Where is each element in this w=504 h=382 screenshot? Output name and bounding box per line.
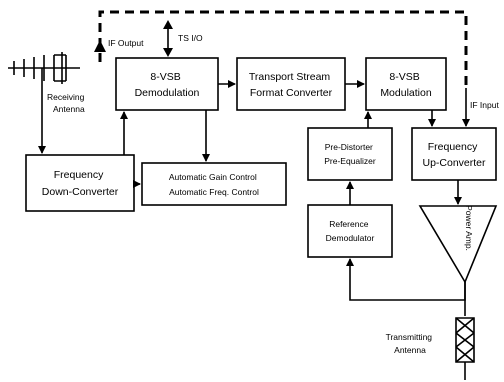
svg-text:8-VSB Modulation: 8-VSB Modulation (380, 71, 432, 99)
block-power-amp: Power Amp. (418, 205, 498, 284)
svg-text:Automatic Gain Control A: Automatic Gain Control Automatic Freq. C… (169, 172, 259, 197)
if-output-arrow (94, 40, 106, 52)
ts-io-label: TS I/O (178, 33, 203, 43)
block-frequency-up-converter: Frequency Up-Converter (411, 127, 497, 181)
if-output-label: IF Output (108, 38, 144, 48)
receiving-antenna-icon (8, 52, 80, 84)
block-8vsb-demodulation: 8-VSB Demodulation (115, 57, 219, 111)
svg-text:Transport Stream Format: Transport Stream Format Converter (249, 71, 333, 99)
svg-text:Pre-Distorter Pre-Equali: Pre-Distorter Pre-Equalizer (324, 142, 376, 166)
svg-text:Frequency Up-Converter: Frequency Up-Converter (422, 141, 486, 169)
block-pre-distorter-pre-equalizer: Pre-Distorter Pre-Equalizer (307, 127, 393, 181)
svg-text:Frequency Down-Converter: Frequency Down-Converter (42, 169, 119, 198)
block-agc-afc: Automatic Gain Control Automatic Freq. C… (141, 162, 287, 206)
svg-text:Power Amp.: Power Amp. (464, 205, 474, 251)
block-reference-demodulator: Reference Demodulator (307, 204, 393, 258)
block-transport-stream-format-converter: Transport Stream Format Converter (236, 57, 346, 111)
if-input-label: IF Input (470, 100, 499, 110)
transmitting-antenna-icon (455, 317, 475, 380)
receiving-antenna-label: Receiving Antenna (47, 92, 87, 114)
svg-text:Reference Demodulator: Reference Demodulator (326, 219, 375, 243)
block-8vsb-modulation: 8-VSB Modulation (365, 57, 447, 111)
if-dashed-line (98, 10, 468, 88)
block-frequency-down-converter: Frequency Down-Converter (25, 154, 135, 212)
transmitting-antenna-label: Transmitting Antenna (386, 332, 435, 355)
svg-text:8-VSB Demodulation: 8-VSB Demodulation (135, 71, 200, 99)
